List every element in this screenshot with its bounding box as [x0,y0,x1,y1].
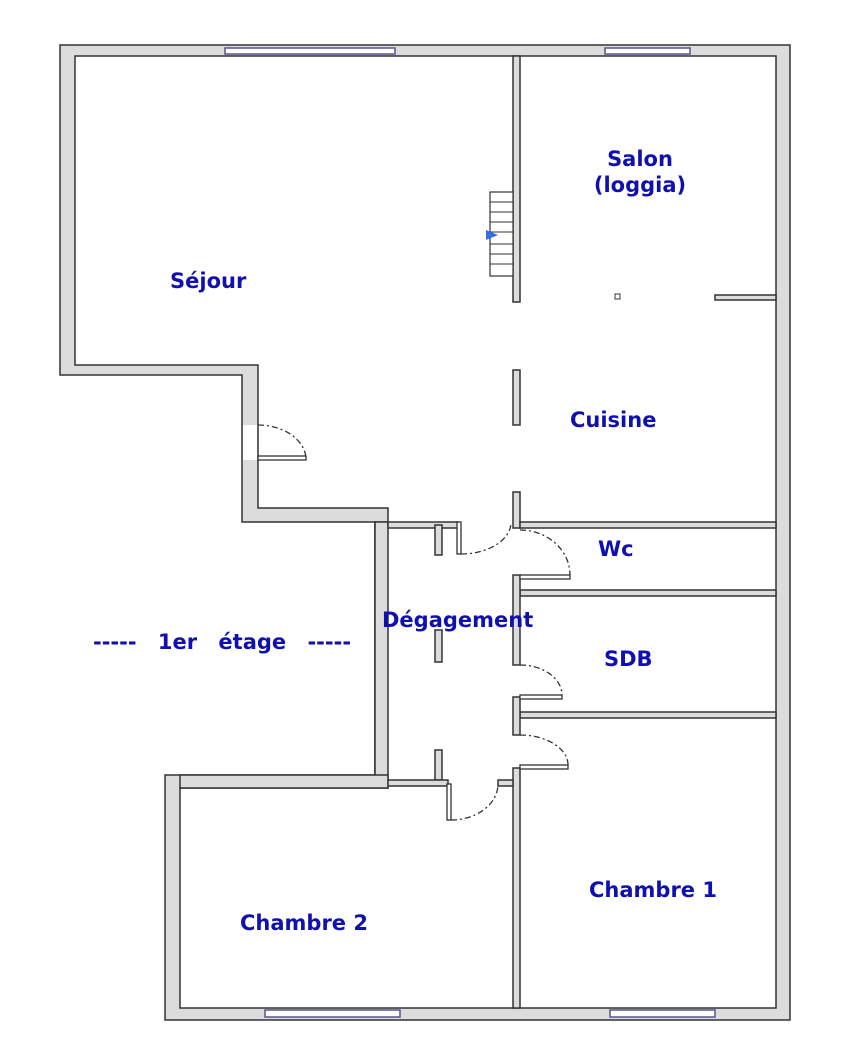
chambre1-door-swing [519,734,569,766]
staircase [486,191,514,277]
chambre2-top-wall [179,774,389,789]
window-chambre2 [264,1009,401,1018]
corridor-bottom-wall [497,779,514,787]
room-label-chambre2: Chambre 2 [240,911,368,935]
entry-door-leaf[interactable] [257,455,307,461]
entry-door-swing [257,424,307,459]
room-label-salon-title: Salon [607,147,673,171]
room-label-salon-sub: (loggia) [593,173,687,198]
interior-space [74,55,777,1009]
corridor-door-leaf[interactable] [456,521,462,555]
room-label-sdb: SDB [604,647,653,671]
room-label-salon: Salon (loggia) [575,146,705,199]
closet-stub [434,749,443,781]
entry-door-opening [243,425,257,460]
sejour-cuisine-wall-end [512,491,521,529]
room-label-chambre1: Chambre 1 [589,878,717,902]
cuisine-wc-wall [519,521,777,529]
corridor-top-wall [387,521,459,529]
sdb-door-swing [519,664,563,696]
room-label-wc: Wc [598,537,634,561]
corridor-left-wall [374,521,389,789]
sdb-chambre1-wall [519,711,777,719]
sejour-salon-wall [512,55,521,303]
wc-sdb-wall [519,589,777,597]
chambre1-door-leaf[interactable] [519,764,569,770]
room-label-degagement: Dégagement [382,608,534,632]
room-label-cuisine: Cuisine [570,408,657,432]
stair-arrow-icon [486,230,498,240]
closet-stub [434,524,443,556]
corridor-right-wall [512,574,521,666]
window-sejour [224,47,396,55]
salon-cuisine-wall [714,294,777,301]
sejour-cuisine-wall [512,369,521,426]
corridor-bottom-wall [387,779,449,787]
column-post [614,293,621,300]
chambre2-door-leaf[interactable] [446,783,452,821]
chambre-divider-wall [512,767,521,1009]
corridor-door-swing [460,523,512,555]
sdb-door-leaf[interactable] [519,694,563,700]
floor-label: ----- 1er étage ----- [93,630,352,654]
wc-door-leaf[interactable] [519,574,571,580]
chambre2-door-swing [450,783,499,821]
window-salon [604,47,691,55]
room-label-sejour: Séjour [170,269,247,293]
wc-door-swing [519,529,571,576]
closet-stub [434,629,443,663]
corridor-right-wall [512,696,521,736]
window-chambre1 [609,1009,716,1018]
